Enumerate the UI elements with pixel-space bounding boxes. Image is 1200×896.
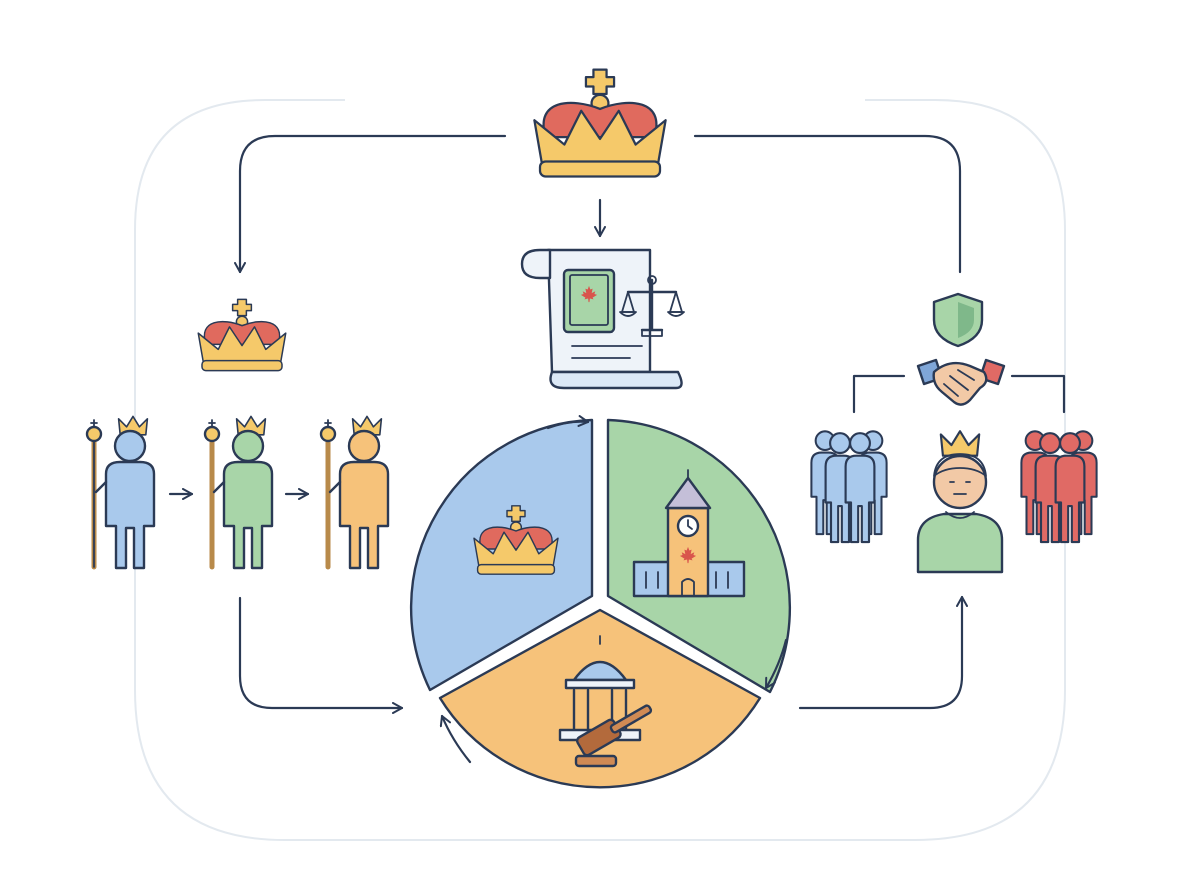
- cycle-arrow-right: [764, 638, 788, 690]
- arrow-cycle-to-right-group: [798, 595, 968, 710]
- cycle-arrow-top: [546, 415, 590, 430]
- handshake-branch-lines: [852, 374, 1066, 414]
- monarch-3-icon: [321, 415, 388, 568]
- parliament-clock-tower-icon: [632, 469, 746, 598]
- monarch-succession: [87, 415, 388, 568]
- background-frame: [134, 99, 1066, 841]
- people-group-blue-icon: [810, 430, 888, 544]
- monarch-1-icon: [87, 415, 154, 568]
- cycle-arrow-left: [439, 714, 472, 764]
- arrow-succession-to-cycle: [238, 596, 404, 714]
- document-text-lines: [571, 345, 643, 359]
- branches-of-government-cycle: [409, 415, 792, 789]
- shield-icon: [932, 292, 984, 348]
- left-crown-icon: [197, 298, 287, 372]
- segment-courts: [438, 608, 762, 789]
- arrow-top-to-right-group: [693, 134, 962, 274]
- courthouse-gavel-icon: [558, 635, 653, 768]
- people-group-red-icon: [1020, 430, 1098, 544]
- handshake-icon: [916, 358, 1006, 406]
- monarch-2-icon: [205, 415, 272, 568]
- connector-arrows: [168, 134, 968, 714]
- citizens-and-monarch-group: [810, 292, 1098, 574]
- arrow-top-to-left-crown: [234, 134, 507, 274]
- crowned-person-icon: [916, 430, 1004, 574]
- scales-of-justice-icon: [619, 275, 685, 337]
- top-crown-icon: [533, 68, 667, 178]
- book-icon: [562, 268, 616, 334]
- constitution-scroll-icon: [520, 248, 685, 390]
